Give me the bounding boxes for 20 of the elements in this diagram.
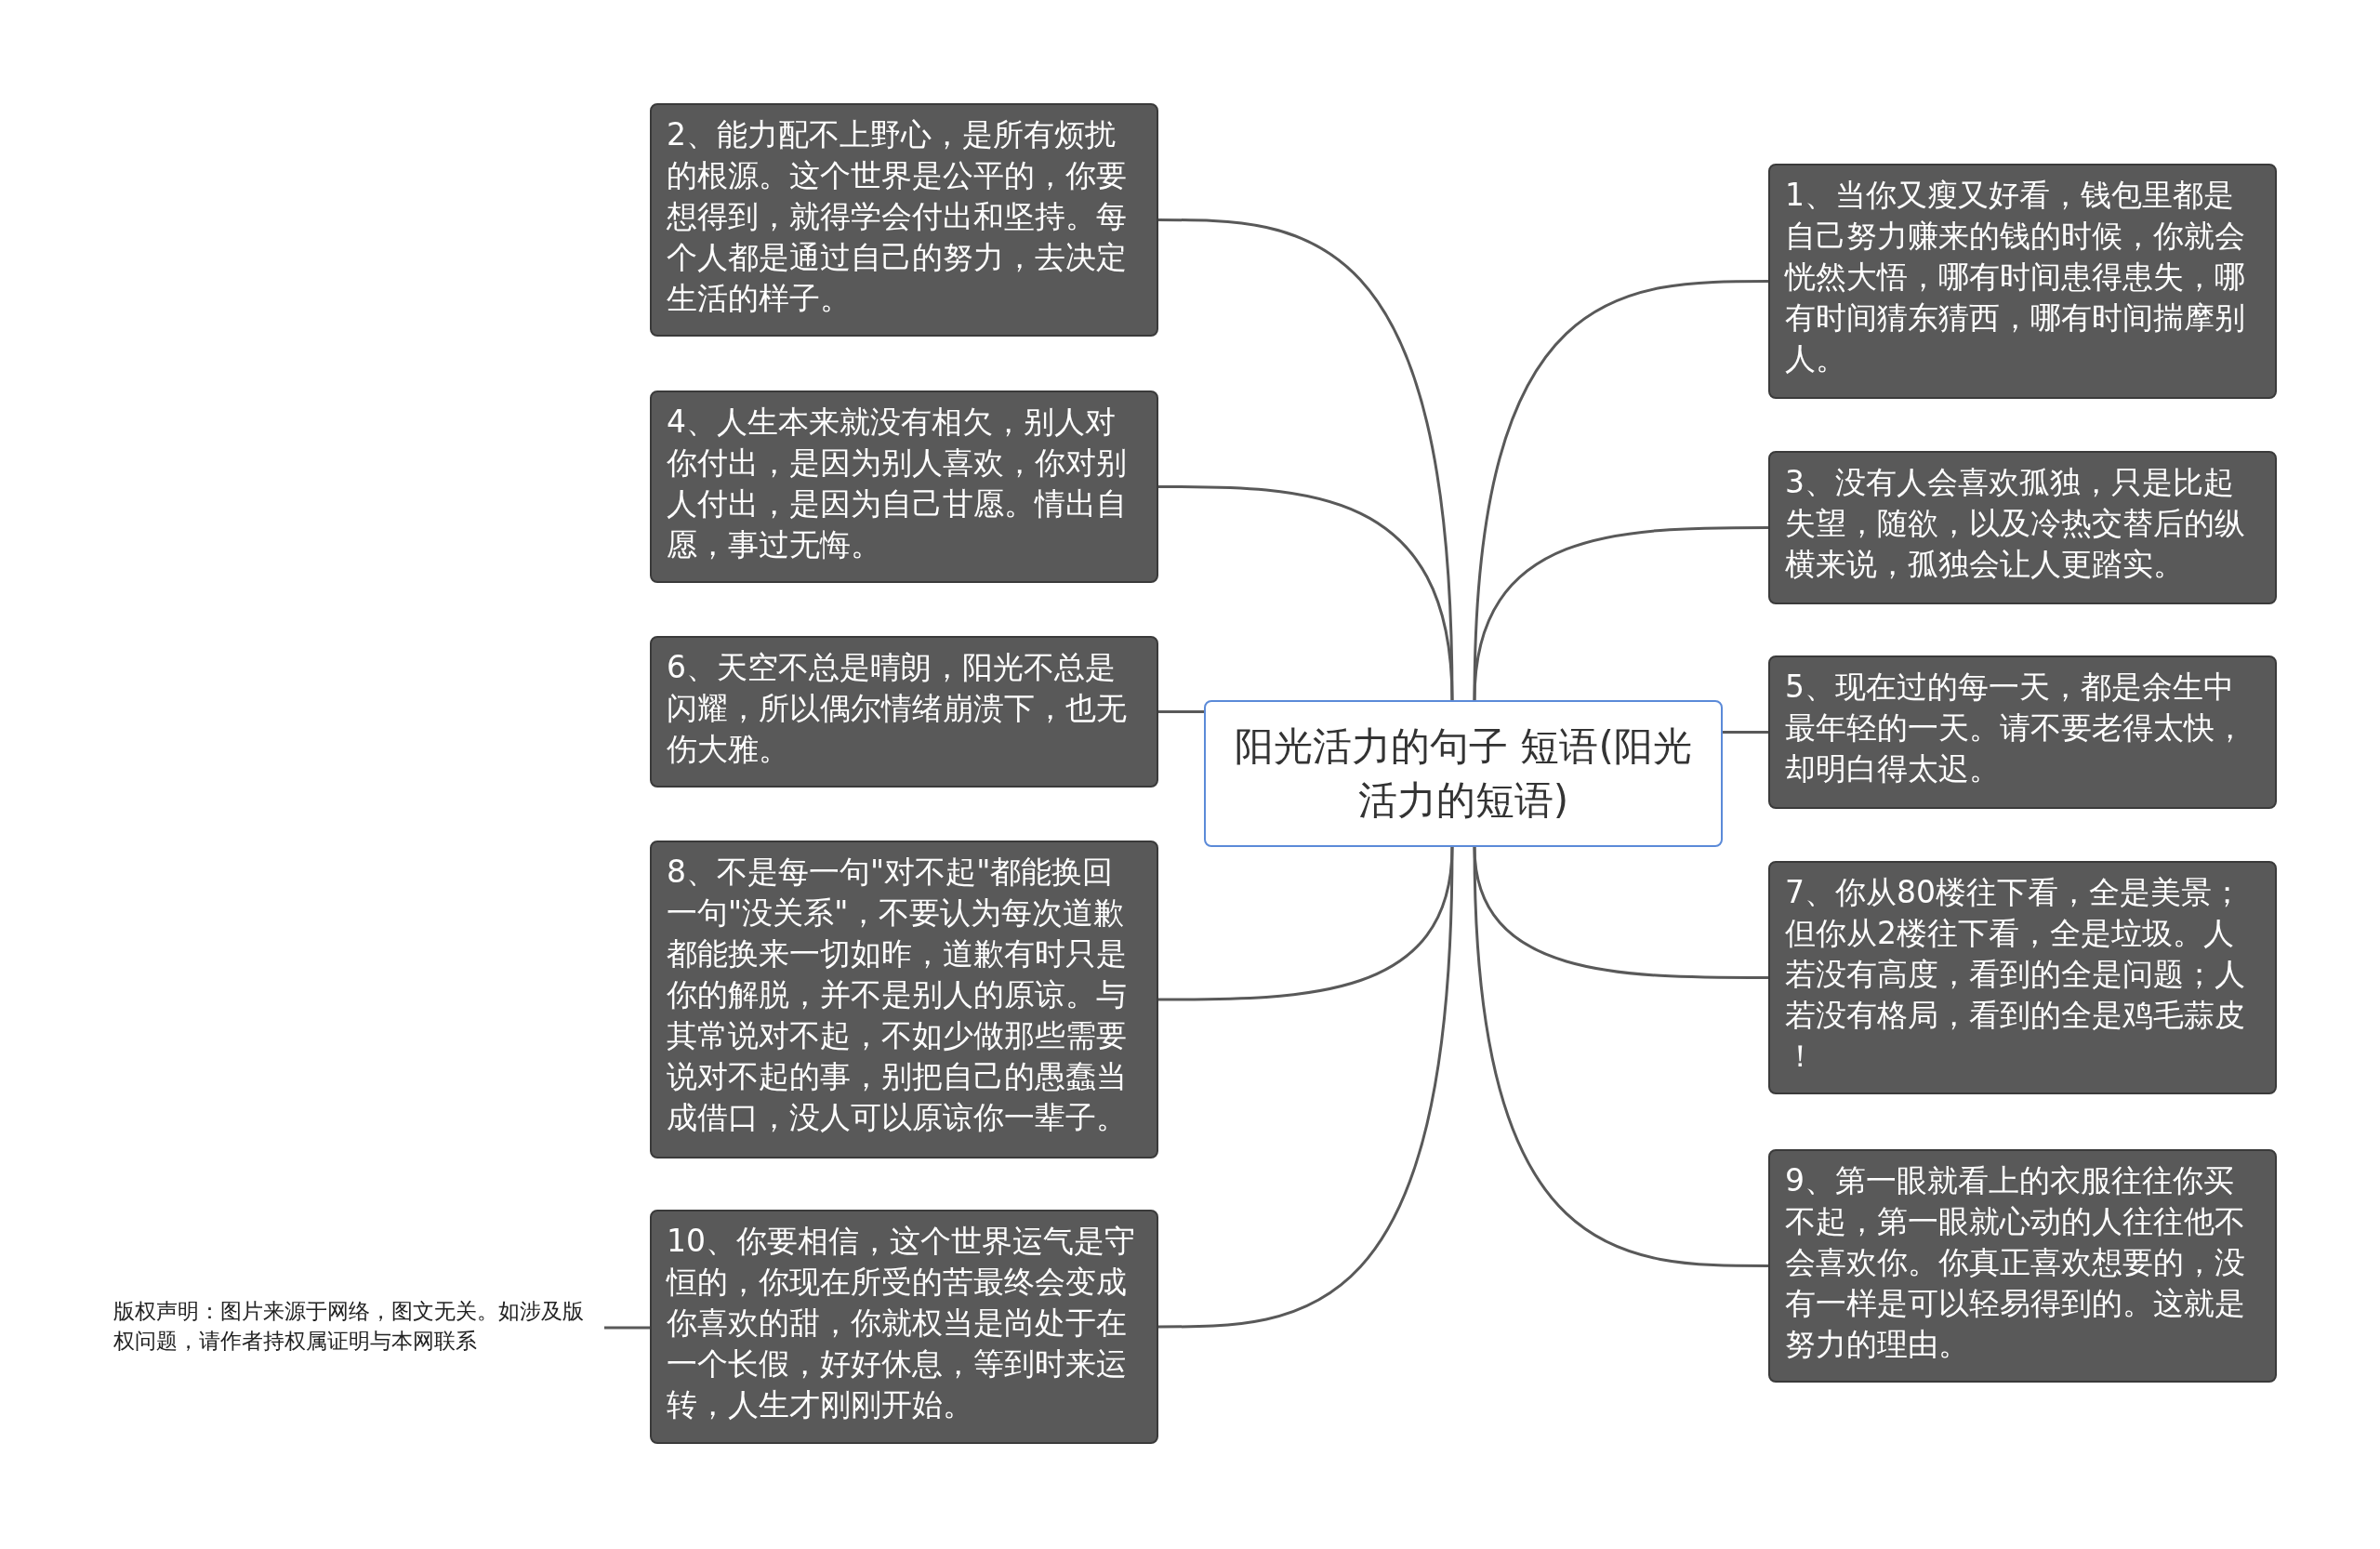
connector-line — [604, 1326, 650, 1330]
connector-line — [1158, 710, 1204, 713]
note-box: 10、你要相信，这个世界运气是守恒的，你现在所受的苦最终会变成你喜欢的甜，你就权当是尚处于在一个长假，好好休息，等到时来运转，人生才刚刚开始。 — [650, 1210, 1158, 1444]
note-box: 2、能力配不上野心，是所有烦扰的根源。这个世界是公平的，你要想得到，就得学会付出和坚持。每个人都是通过自己的努力，去决定生活的样子。 — [650, 103, 1158, 337]
connector-line — [1158, 485, 1454, 701]
connector-line — [1473, 846, 1768, 1267]
note-box: 9、第一眼就看上的衣服往往你买不起，第一眼就心动的人往往他不会喜欢你。你真正喜欢想要的，没有一样是可以轻易得到的。这就是努力的理由。 — [1768, 1149, 2277, 1383]
note-box: 5、现在过的每一天，都是余生中最年轻的一天。请不要老得太快，却明白得太迟。 — [1768, 655, 2277, 809]
connector-line — [1158, 846, 1454, 1329]
copyright-note: 版权声明：图片来源于网络，图文无关。如涉及版权问题，请作者持权属证明与本网联系 — [113, 1296, 604, 1359]
connector-line — [1723, 731, 1768, 734]
note-box: 1、当你又瘦又好看，钱包里都是自己努力赚来的钱的时候，你就会恍然大悟，哪有时间患得患失，哪有时间猜东猜西，哪有时间揣摩别人。 — [1768, 164, 2277, 399]
note-box: 4、人生本来就没有相欠，别人对你付出，是因为别人喜欢，你对别人付出，是因为自己甘愿。情出自愿，事过无悔。 — [650, 391, 1158, 583]
topic-box: 阳光活力的句子 短语(阳光活力的短语) — [1204, 700, 1723, 847]
note-box: 7、你从80楼往下看，全是美景；但你从2楼往下看，全是垃圾。人若没有高度，看到的全是问题；人若没有格局，看到的全是鸡毛蒜皮！ — [1768, 861, 2277, 1094]
connector-line — [1473, 526, 1768, 701]
note-box: 6、天空不总是晴朗，阳光不总是闪耀，所以偶尔情绪崩溃下，也无伤大雅。 — [650, 636, 1158, 788]
connector-line — [1473, 280, 1768, 701]
note-box: 3、没有人会喜欢孤独，只是比起失望，随欲，以及冷热交替后的纵横来说，孤独会让人更踏实。 — [1768, 451, 2277, 604]
note-box: 8、不是每一句"对不起"都能换回一句"没关系"，不要认为每次道歉都能换来一切如昨，道歉有时只是你的解脱，并不是别人的原谅。与其常说对不起，不如少做那些需要说对不起的事，别把自己的愚蠢当成借口，没人可以原谅你一辈子。 — [650, 841, 1158, 1158]
